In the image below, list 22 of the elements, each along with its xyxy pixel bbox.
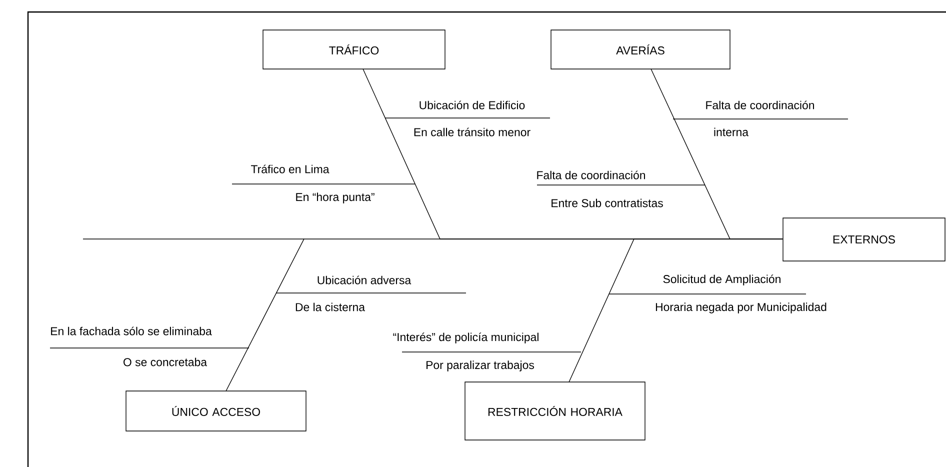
cause-text: En la fachada sólo se eliminaba bbox=[51, 326, 212, 336]
cause-text: En “hora punta” bbox=[296, 192, 374, 204]
category-box: RESTRICCIÓN HORARIA bbox=[464, 382, 646, 440]
fish-bone bbox=[568, 238, 783, 382]
cause-text: En calle tránsito menor bbox=[414, 128, 530, 136]
cause-text: De la cisterna bbox=[296, 302, 366, 312]
category-box: ÚNICO ACCESO bbox=[126, 390, 306, 432]
cause-text: Ubicación adversa bbox=[318, 276, 412, 284]
cause-text: Falta de coordinación bbox=[706, 100, 814, 110]
cause-text: Ubicación de Edificio bbox=[420, 100, 525, 110]
cause-text: Falta de coordinación bbox=[537, 170, 645, 180]
cause-text: O se concretaba bbox=[124, 358, 208, 366]
cause-text: “Interés” de policía municipal bbox=[393, 332, 538, 344]
cause-text: Solicitud de Ampliación bbox=[663, 274, 780, 286]
cause-text: Por paralizar trabajos bbox=[426, 360, 534, 372]
cause-text: Tráfico en Lima bbox=[251, 164, 330, 174]
cause-text: Horaria negada por Municipalidad bbox=[656, 302, 826, 314]
cause-text: interna bbox=[714, 128, 749, 136]
category-box: AVERÍAS bbox=[550, 30, 730, 70]
category-box: EXTERNOS bbox=[782, 218, 946, 262]
cause-text: Entre Sub contratistas bbox=[552, 198, 663, 208]
category-box: TRÁFICO bbox=[262, 30, 446, 70]
